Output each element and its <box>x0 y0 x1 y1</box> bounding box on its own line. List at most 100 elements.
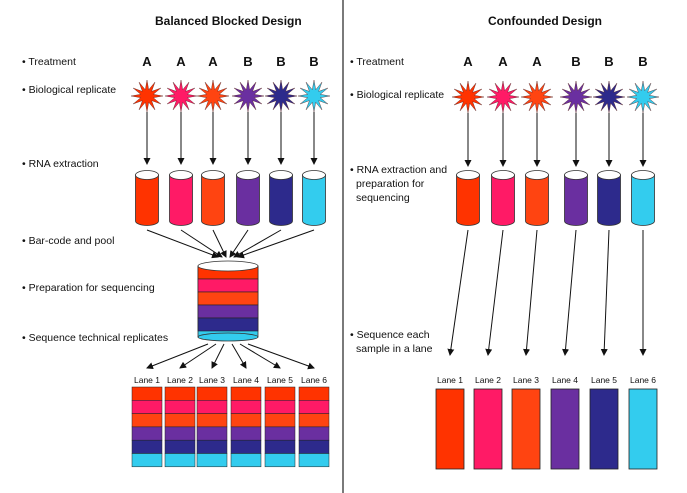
right-step-treatment: • Treatment <box>350 56 404 68</box>
left-lane-2-stripe-5 <box>164 439 196 454</box>
left-lane-1 <box>131 386 163 468</box>
left-lane-label-1: Lane 1 <box>134 375 160 385</box>
pool-cylinder <box>197 260 259 342</box>
left-lane-6-stripe-1 <box>298 386 330 401</box>
right-arrow-to-lane-4 <box>562 229 577 356</box>
left-arrow-to-pool-6 <box>237 229 315 259</box>
left-rna-tubes <box>135 112 326 226</box>
left-lane-4-stripe-2 <box>230 400 262 414</box>
right-replicate-star-1 <box>451 80 485 114</box>
right-replicate-star-2 <box>486 80 520 114</box>
right-step-bio-rep: • Biological replicate <box>350 89 444 101</box>
left-treatment-letter-2: A <box>176 54 186 69</box>
right-replicate-star-3 <box>520 80 554 114</box>
left-lane-4-stripe-4 <box>230 426 262 441</box>
right-treatment-letter-4: B <box>571 54 580 69</box>
right-lane-label-1: Lane 1 <box>437 375 463 385</box>
left-rna-tube-2 <box>169 170 193 226</box>
left-step-rna: • RNA extraction <box>22 158 99 170</box>
left-lane-6 <box>298 386 330 468</box>
left-lane-2-stripe-4 <box>164 426 196 441</box>
left-arrow-to-lane-2 <box>179 343 217 369</box>
left-lane-3-stripe-2 <box>196 400 228 414</box>
left-lane-6-stripe-6 <box>298 453 330 468</box>
left-step-bio-rep: • Biological replicate <box>22 84 116 96</box>
right-rna-tube-5 <box>597 170 621 226</box>
left-lane-3 <box>196 386 228 468</box>
right-lane-2 <box>473 388 503 470</box>
left-step-tech-rep: • Sequence technical replicates <box>22 332 168 344</box>
right-rna-tubes <box>456 113 655 226</box>
right-treatment-letter-2: A <box>498 54 508 69</box>
left-treatment-letter-6: B <box>309 54 318 69</box>
right-replicate-star-5 <box>592 80 626 114</box>
right-title: Confounded Design <box>488 14 602 28</box>
pool-band-5 <box>197 317 259 332</box>
left-treatment-letter-4: B <box>243 54 252 69</box>
left-lane-6-stripe-2 <box>298 400 330 414</box>
left-lane-2-stripe-1 <box>164 386 196 401</box>
left-replicate-star-1 <box>130 79 164 113</box>
right-step-rna-3: sequencing <box>356 192 410 204</box>
left-lane-label-2: Lane 2 <box>167 375 193 385</box>
left-rna-tube-1 <box>135 170 159 226</box>
right-rna-tube-3 <box>525 170 549 226</box>
left-lane-1-stripe-3 <box>131 413 163 428</box>
left-arrow-to-pool-2 <box>180 229 223 258</box>
left-replicate-star-5 <box>264 79 298 113</box>
left-lane-3-stripe-3 <box>196 413 228 428</box>
left-lane-1-stripe-1 <box>131 386 163 401</box>
left-lane-3-stripe-5 <box>196 439 228 454</box>
left-lane-3-stripe-4 <box>196 426 228 441</box>
pool-band-2 <box>197 278 259 293</box>
left-lane-5 <box>264 386 296 468</box>
left-replicate-star-6 <box>297 79 331 113</box>
left-lane-6-stripe-3 <box>298 413 330 428</box>
right-lane-3 <box>511 388 541 470</box>
left-lane-5-stripe-6 <box>264 453 296 468</box>
left-treatment-letter-3: A <box>208 54 218 69</box>
right-replicate-stars <box>451 80 660 114</box>
right-rna-tube-6 <box>631 170 655 226</box>
left-lane-4-stripe-5 <box>230 439 262 454</box>
left-lane-5-stripe-3 <box>264 413 296 428</box>
left-lane-5-stripe-4 <box>264 426 296 441</box>
right-panel: Confounded Design • Treatment • Biologic… <box>350 14 660 470</box>
right-arrow-to-lane-5 <box>600 229 610 356</box>
right-arrow-to-lane-1 <box>447 229 469 356</box>
left-arrow-to-pool-3 <box>212 229 227 258</box>
right-treatment-letter-5: B <box>604 54 613 69</box>
right-rna-tube-4 <box>564 170 588 226</box>
right-step-seq: • Sequence each <box>350 329 430 341</box>
left-lane-4-stripe-3 <box>230 413 262 428</box>
left-arrow-to-lane-1 <box>146 343 209 370</box>
left-lane-1-stripe-2 <box>131 400 163 414</box>
pool-band-4 <box>197 304 259 319</box>
left-lane-6-stripe-5 <box>298 439 330 454</box>
left-treatment-letter-1: A <box>142 54 152 69</box>
left-lane-4 <box>230 386 262 468</box>
left-arrow-to-pool-4 <box>229 229 249 258</box>
right-lane-label-4: Lane 4 <box>552 375 578 385</box>
right-lane-label-2: Lane 2 <box>475 375 501 385</box>
right-treatment-letter-6: B <box>638 54 647 69</box>
right-lane-1 <box>435 388 465 470</box>
right-replicate-star-4 <box>559 80 593 114</box>
left-lane-2-stripe-3 <box>164 413 196 428</box>
right-arrow-to-lane-3 <box>523 229 538 356</box>
left-rna-tube-4 <box>236 170 260 226</box>
right-lane-4 <box>550 388 580 470</box>
left-rna-tube-5 <box>269 170 293 226</box>
left-lane-4-stripe-6 <box>230 453 262 468</box>
right-lane-label-5: Lane 5 <box>591 375 617 385</box>
right-rna-tube-1 <box>456 170 480 226</box>
left-arrow-to-pool-5 <box>233 229 282 258</box>
left-lane-label-4: Lane 4 <box>233 375 259 385</box>
left-step-prep: • Preparation for sequencing <box>22 282 155 294</box>
left-lane-4-stripe-1 <box>230 386 262 401</box>
